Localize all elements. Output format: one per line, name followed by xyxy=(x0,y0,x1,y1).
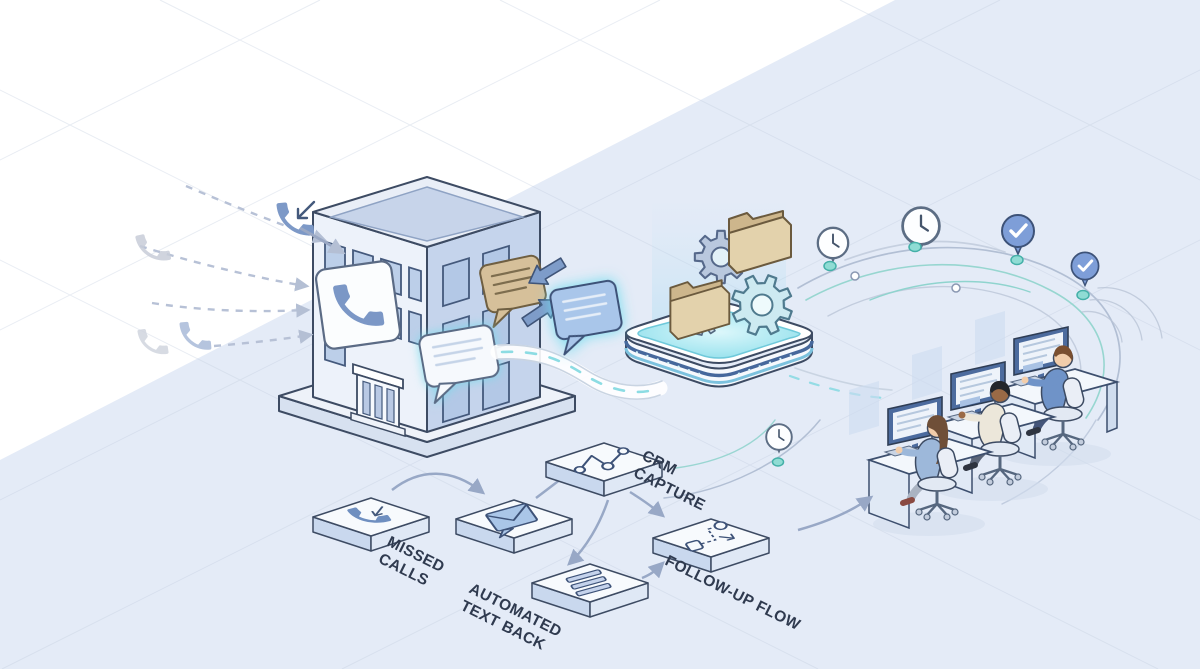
workstation xyxy=(912,346,1058,501)
gear-icon-cyan xyxy=(722,265,802,345)
missed-call-icon xyxy=(346,501,392,530)
office-building xyxy=(278,176,576,458)
desk-panel xyxy=(868,458,910,530)
phone-badge xyxy=(314,260,402,350)
folder-icon xyxy=(728,210,792,274)
worker-hair xyxy=(1054,345,1073,361)
incoming-callers xyxy=(135,184,346,358)
node-circle xyxy=(850,271,860,281)
workstation xyxy=(975,311,1121,466)
building-roof-inset xyxy=(328,186,526,242)
divider-panel xyxy=(849,381,879,435)
dashed-call-arrows xyxy=(139,184,328,348)
workstation xyxy=(849,381,995,536)
tile-missed-calls xyxy=(312,497,430,552)
divider-panel xyxy=(912,346,942,400)
timeline-arcs xyxy=(663,240,1163,505)
tile-follow-up-flow xyxy=(652,518,770,573)
flow-arrows xyxy=(391,468,666,580)
schedule-markers xyxy=(765,206,1101,467)
message-exchange xyxy=(517,252,623,356)
teal-nodes xyxy=(771,241,1090,467)
tile-crm-capture xyxy=(545,442,663,497)
call-to-building-arrow xyxy=(299,226,346,255)
tile-notes xyxy=(531,563,649,618)
folder-icon-front xyxy=(669,279,731,341)
worker-hair xyxy=(990,380,1010,397)
flowchart-icon xyxy=(685,521,735,552)
list-lines-icon xyxy=(565,569,612,597)
office-chair xyxy=(915,447,959,521)
automation-platform xyxy=(624,198,814,388)
incoming-arrow-icon xyxy=(296,200,316,220)
door-step xyxy=(350,411,406,438)
flow-to-team-arrow xyxy=(797,495,874,532)
envelope-icon xyxy=(485,503,538,539)
workstations xyxy=(797,311,1121,536)
led-dots xyxy=(635,351,801,375)
chat-bubble-tan xyxy=(479,254,547,328)
chat-bubble-glow xyxy=(549,279,623,356)
node-graph-icon xyxy=(573,447,630,474)
node-circle xyxy=(951,283,961,293)
tile-automated-text-back xyxy=(455,499,573,554)
divider-panel xyxy=(975,311,1005,365)
